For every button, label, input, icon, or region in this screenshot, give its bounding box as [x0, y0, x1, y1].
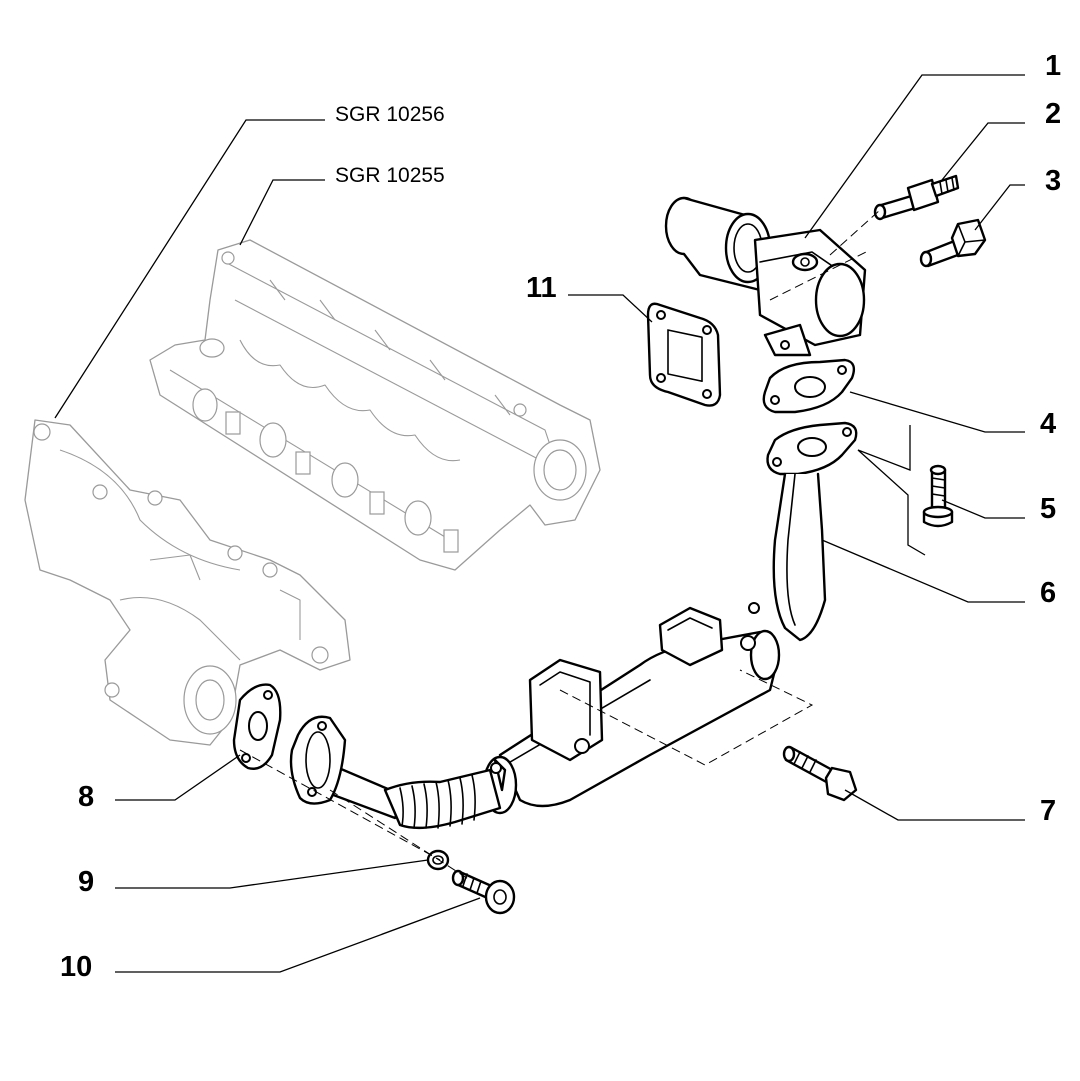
assembly-lines [239, 209, 926, 881]
callout-8: 8 [78, 781, 94, 813]
callout-1: 1 [1045, 50, 1061, 82]
callout-7: 7 [1040, 795, 1056, 827]
callout-6: 6 [1040, 577, 1056, 609]
callout-5: 5 [1040, 493, 1056, 525]
reference-label-sgr-10255: SGR 10255 [335, 164, 445, 187]
flexible-pipe [289, 715, 502, 830]
callout-11: 11 [526, 272, 557, 304]
pipe-part-6 [766, 421, 858, 642]
callout-3: 3 [1045, 165, 1061, 197]
exhaust-manifold [24, 419, 351, 746]
bolt-part-10 [451, 869, 516, 915]
egr-cooler [482, 602, 781, 815]
gasket-part-8 [232, 683, 282, 770]
gasket-part-4 [762, 358, 856, 414]
leader-lines [54, 74, 1025, 973]
callout-9: 9 [78, 866, 94, 898]
gasket-part-11 [646, 302, 722, 407]
bolt-part-5 [922, 464, 954, 528]
reference-label-sgr-10256: SGR 10256 [335, 103, 445, 126]
egr-valve-part-1 [664, 196, 867, 357]
intake-manifold [149, 239, 601, 571]
bolt-part-7 [782, 745, 858, 802]
callout-2: 2 [1045, 98, 1061, 130]
bolt-part-3 [919, 218, 987, 268]
stud-part-2 [873, 174, 960, 221]
callout-4: 4 [1040, 408, 1056, 440]
callout-10: 10 [60, 951, 92, 983]
